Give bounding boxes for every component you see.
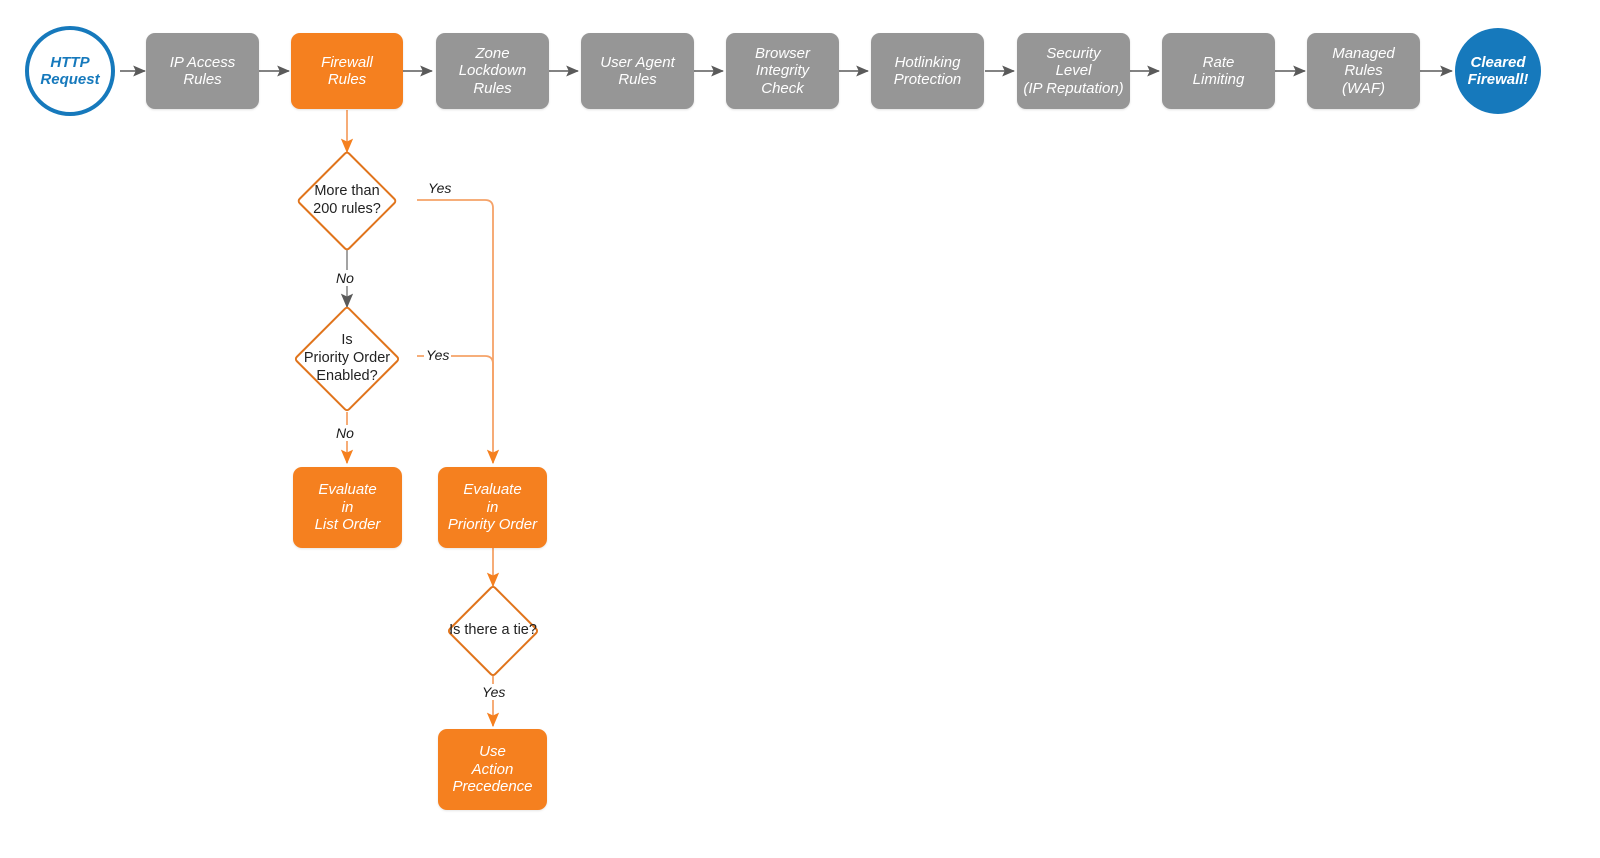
process-ip-access-rules-label: IP Access Rules [169,53,236,88]
action-evaluate-priority-order[interactable]: Evaluate in Priority Order [438,467,547,548]
process-ip-access-rules[interactable]: IP Access Rules [146,33,259,109]
process-rate-limiting-label: Rate Limiting [1192,53,1245,88]
edge-label-priority-order-yes: Yes [424,347,452,363]
process-managed-rules-waf-label: Managed Rules (WAF) [1332,44,1395,97]
edge-label-more-than-200-yes: Yes [426,180,454,196]
edge-label-priority-order-no: No [334,425,356,441]
action-evaluate-list-order-label: Evaluate in List Order [314,481,381,534]
process-managed-rules-waf[interactable]: Managed Rules (WAF) [1307,33,1420,109]
process-firewall-rules-label: Firewall Rules [321,53,373,88]
decision-priority-order-enabled[interactable]: Is Priority Order Enabled? [277,305,417,413]
action-evaluate-priority-order-label: Evaluate in Priority Order [447,481,538,534]
decision-more-than-200-rules[interactable]: More than 200 rules? [277,149,417,252]
action-use-action-precedence-label: Use Action Precedence [452,743,533,796]
process-rate-limiting[interactable]: Rate Limiting [1162,33,1275,109]
process-browser-integrity-check-label: Browser Integrity Check [754,44,810,97]
process-browser-integrity-check[interactable]: Browser Integrity Check [726,33,839,109]
process-hotlinking-protection[interactable]: Hotlinking Protection [871,33,984,109]
edge-label-tie-yes: Yes [480,684,508,700]
terminator-http-request[interactable]: HTTP Request [25,26,115,116]
process-security-level[interactable]: Security Level (IP Reputation) [1017,33,1130,109]
process-zone-lockdown-rules[interactable]: Zone Lockdown Rules [436,33,549,109]
process-security-level-label: Security Level (IP Reputation) [1023,44,1124,97]
process-user-agent-rules[interactable]: User Agent Rules [581,33,694,109]
terminator-http-request-label: HTTP Request [40,53,100,88]
process-firewall-rules[interactable]: Firewall Rules [291,33,403,109]
action-use-action-precedence[interactable]: Use Action Precedence [438,729,547,810]
decision-is-there-a-tie-label: Is there a tie? [449,621,537,638]
terminator-cleared-firewall-label: Cleared Firewall! [1467,53,1529,88]
process-user-agent-rules-label: User Agent Rules [600,53,675,88]
terminator-cleared-firewall[interactable]: Cleared Firewall! [1455,28,1541,114]
edge-label-more-than-200-no: No [334,270,356,286]
action-evaluate-list-order[interactable]: Evaluate in List Order [293,467,402,548]
process-zone-lockdown-rules-label: Zone Lockdown Rules [458,44,527,97]
decision-is-there-a-tie[interactable]: Is there a tie? [423,583,563,678]
process-hotlinking-protection-label: Hotlinking Protection [893,53,962,88]
decision-more-than-200-rules-label: More than 200 rules? [313,182,381,217]
decision-priority-order-enabled-label: Is Priority Order Enabled? [303,332,391,384]
